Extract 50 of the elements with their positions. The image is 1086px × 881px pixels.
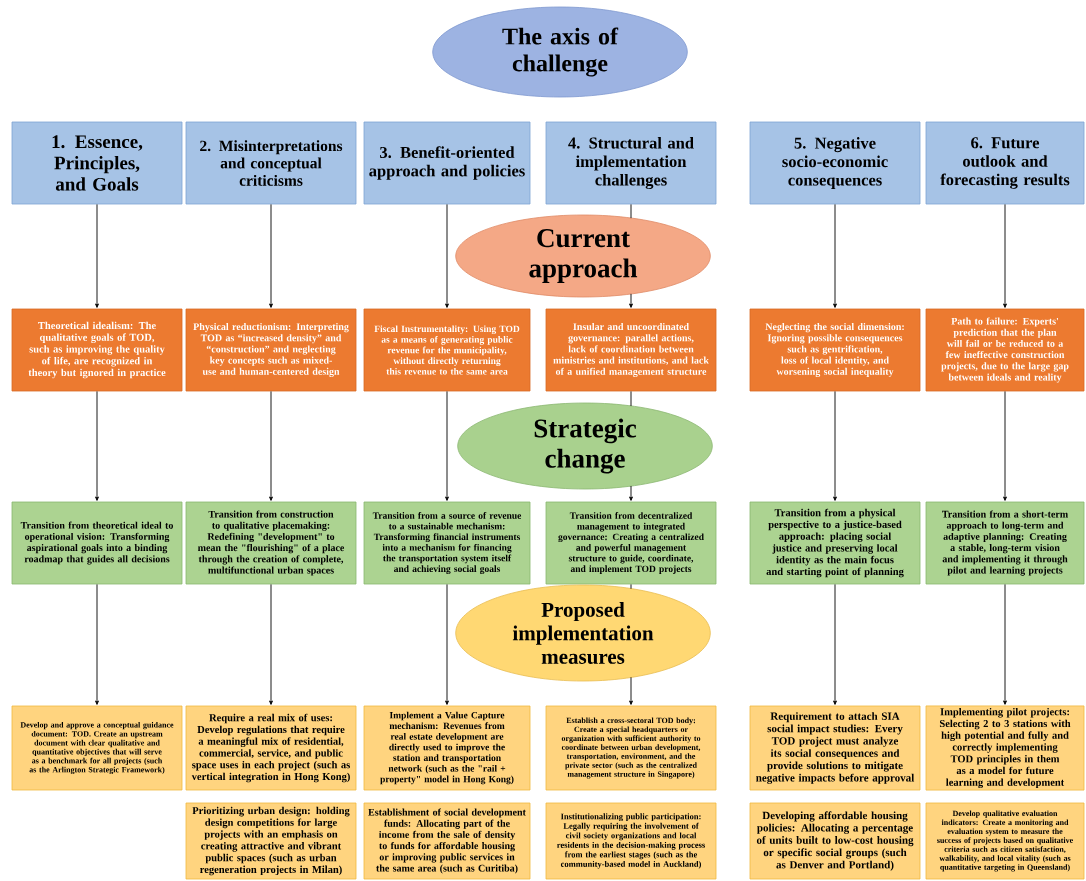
problem-box: Path to failure: Experts' prediction that the plan will fail or be reduced to a few ineffective construction projects, due to the large gap between ideals and reality <box>925 308 1085 392</box>
measure-box: Implementing pilot projects: Selecting 2 to 3 stations with high potential and fully and correctly implementing TOD principles in them as a model for future learning and development <box>925 705 1085 791</box>
problem-box: Theoretical idealism: The qualitative goals of TOD, such as improving the quality of life, are recognized in theory but ignored in practice <box>11 308 183 392</box>
measure-box: Establishment of social development funds: Allocating part of the income from the sale of density to funds for affordable housing or improving public services in the same area (such as Curitiba) <box>363 802 531 880</box>
measure-box: Require a real mix of uses: Develop regulations that require a meaningful mix of residential, commercial, service, and public space uses in each project (such as vertical integration in Hong Kong) <box>185 705 357 791</box>
arrow <box>833 203 837 308</box>
arrow <box>445 390 449 501</box>
arrow <box>833 390 837 501</box>
arrow <box>269 583 273 705</box>
strategy-box: Transition from theoretical ideal to operational vision: Transforming aspirational goals into a binding roadmap that guides all decisions <box>11 501 183 585</box>
measure-box: Establish a cross-sectoral TOD body: Create a special headquarters or organization with sufficient authority to coordinate between urban development, transportation, environment, and the private sector (such as the centralized management structure in Singapore) <box>545 705 717 791</box>
category-box: 3. Benefit-oriented approach and policies <box>363 121 531 205</box>
arrow <box>269 203 273 308</box>
arrow <box>95 203 99 308</box>
arrow <box>445 203 449 308</box>
problem-box: Insular and uncoordinated governance: parallel actions, lack of coordination between ministries and institutions, and lack of a unified management structure <box>545 308 717 392</box>
arrow <box>95 390 99 501</box>
problem-box: Neglecting the social dimension: Ignoring possible consequences such as gentrification, loss of local identity, and worsening social inequality <box>749 308 921 392</box>
category-box: 6. Future outlook and forecasting results <box>925 121 1085 205</box>
strategy-box: Transition from a physical perspective to a justice-based approach: placing social justice and preserving local identity as the main focus and starting point of planning <box>749 501 921 585</box>
measure-box: Institutionalizing public participation: Legally requiring the involvement of civil society organizations and local residents in the decision-making process from the earliest stages (such as the community-based model in Auckland) <box>545 802 717 880</box>
arrow <box>629 676 633 705</box>
connector-line <box>630 390 632 407</box>
strategy-box: Transition from construction to qualitative placemaking: Redefining "development" to mean the "flourishing" of a place through the creation of complete, multifunctional urban spaces <box>185 501 357 585</box>
category-box: 5. Negative socio-economic consequences <box>749 121 921 205</box>
strategy-box: Transition from a source of revenue to a sustainable mechanism: Transforming financial instruments into a mechanism for financing the transportation system itself and achieving social goals <box>363 501 531 585</box>
arrow <box>95 583 99 705</box>
strategy-box: Transition from decentralized management to integrated governance: Creating a centralized and powerful management structure to guide, coordinate, and implement TOD projects <box>545 501 717 585</box>
connector-line <box>630 203 632 219</box>
category-box: 2. Misinterpretations and conceptual criticisms <box>185 121 357 205</box>
arrow <box>1003 583 1007 705</box>
arrow <box>445 583 449 705</box>
connector-line <box>630 583 632 590</box>
arrow <box>269 390 273 501</box>
measure-box: Implement a Value Capture mechanism: Revenues from real estate development are directly used to improve the station and transportation network (such as the "rail + property" model in Hong Kong) <box>363 705 531 791</box>
arrow <box>833 583 837 705</box>
measure-box: Develop qualitative evaluation indicators: Create a monitoring and evaluation system to measure the success of projects based on qualitative criteria such as citizen satisfaction, walkability, and local vitality (such as quantitative targeting in Queensland) <box>925 802 1085 880</box>
measure-box: Develop and approve a conceptual guidance document: TOD. Create an upstream document with clear qualitative and quantitative objectives that will serve as a benchmark for all projects (such as the Arlington Strategic Framework) <box>11 705 183 791</box>
measure-box: Requirement to attach SIA social impact studies: Every TOD project must analyze its social consequences and provide solutions to mitigate negative impacts before approval <box>749 705 921 791</box>
arrow <box>1003 203 1007 308</box>
problem-box: Physical reductionism: Interpreting TOD as “increased density” and “construction” and neglecting key concepts such as mixed-use and human-centered design <box>185 308 357 392</box>
category-box: 4. Structural and implementation challenges <box>545 121 717 205</box>
arrow <box>629 293 633 308</box>
arrow <box>629 485 633 501</box>
strategy-box: Transition from a short-term approach to long-term and adaptive planning: Creating a stable, long-term vision and implementing it through pilot and learning projects <box>925 501 1085 585</box>
problem-box: Fiscal Instrumentality: Using TOD as a means of generating public revenue for the municipality, without directly returning this revenue to the same area <box>363 308 531 392</box>
measure-box: Developing affordable housing policies: Allocating a percentage of units built to low-cost housing or specific social groups (such as Denver and Portland) <box>749 802 921 880</box>
measure-box: Prioritizing urban design: holding design competitions for large projects with an emphasis on creating attractive and vibrant public spaces (such as urban regeneration projects in Milan) <box>185 802 357 880</box>
arrow <box>1003 390 1007 501</box>
category-box: 1. Essence, Principles, and Goals <box>11 121 183 205</box>
